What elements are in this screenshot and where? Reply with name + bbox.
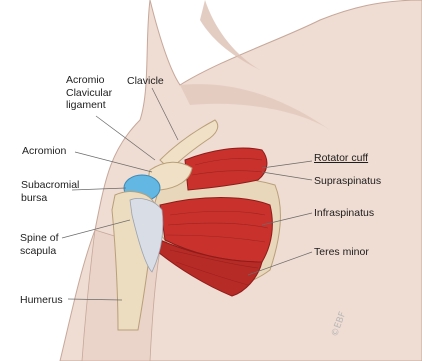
label-humerus: Humerus: [20, 294, 63, 307]
label-acromio-clavicular-ligament: Acromio Clavicular ligament: [66, 74, 112, 112]
label-acromion: Acromion: [22, 145, 66, 158]
label-rotator-cuff: Rotator cuff: [314, 152, 368, 165]
label-infraspinatus: Infraspinatus: [314, 207, 374, 220]
label-supraspinatus: Supraspinatus: [314, 175, 381, 188]
label-teres-minor: Teres minor: [314, 246, 369, 259]
label-clavicle: Clavicle: [127, 75, 164, 88]
label-spine-of-scapula: Spine of scapula: [20, 232, 59, 257]
label-subacromial-bursa: Subacromial bursa: [21, 179, 79, 204]
